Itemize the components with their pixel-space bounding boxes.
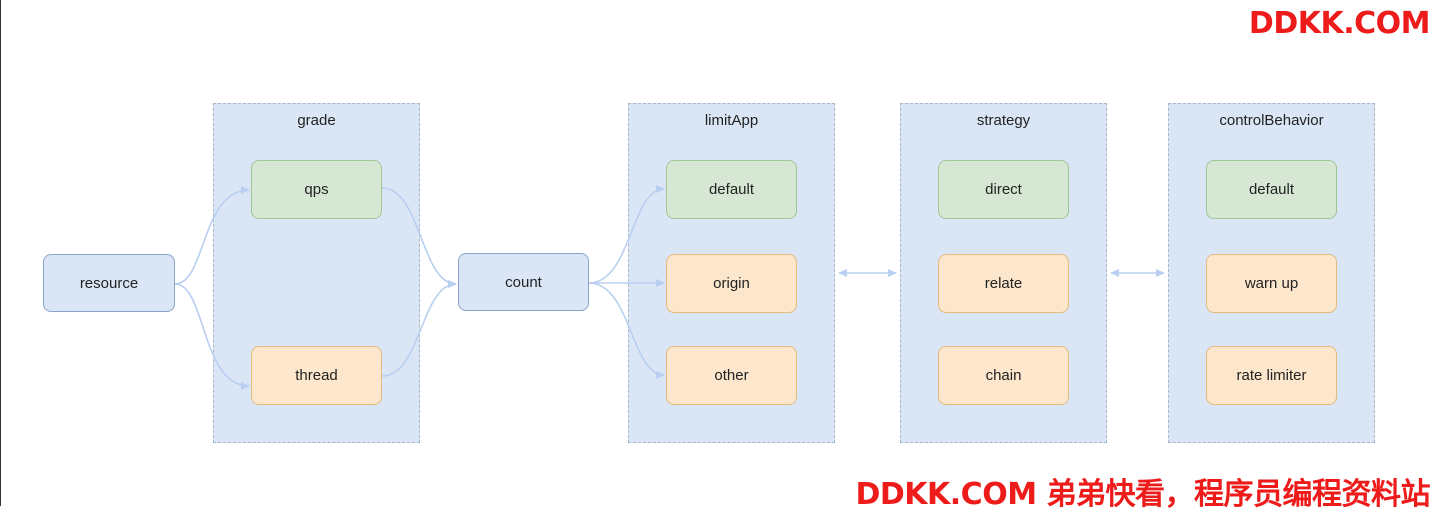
node-chain[interactable]: chain (938, 346, 1069, 405)
edge-count-other (588, 282, 665, 379)
node-rate-limiter[interactable]: rate limiter (1206, 346, 1337, 405)
node-qps[interactable]: qps (251, 160, 382, 219)
node-count[interactable]: count (458, 253, 589, 311)
node-relate[interactable]: relate (938, 254, 1069, 313)
edge-thread-count (381, 280, 457, 377)
node-resource[interactable]: resource (43, 254, 175, 312)
edge-count-default (588, 185, 665, 284)
node-warn-up[interactable]: warn up (1206, 254, 1337, 313)
node-origin[interactable]: origin (666, 254, 797, 313)
node-other[interactable]: other (666, 346, 797, 405)
group-label-controlbehavior: controlBehavior (1219, 112, 1324, 129)
watermark-top: DDKK.COM (1248, 6, 1431, 41)
node-control-default[interactable]: default (1206, 160, 1337, 219)
node-thread[interactable]: thread (251, 346, 382, 405)
group-label-grade: grade (297, 112, 336, 129)
group-label-limitapp: limitApp (704, 112, 759, 129)
node-limitapp-default[interactable]: default (666, 160, 797, 219)
edge-resource-thread (174, 283, 250, 390)
edge-resource-qps (174, 186, 250, 285)
node-direct[interactable]: direct (938, 160, 1069, 219)
edge-qps-count (381, 187, 457, 288)
group-label-strategy: strategy (976, 112, 1031, 129)
